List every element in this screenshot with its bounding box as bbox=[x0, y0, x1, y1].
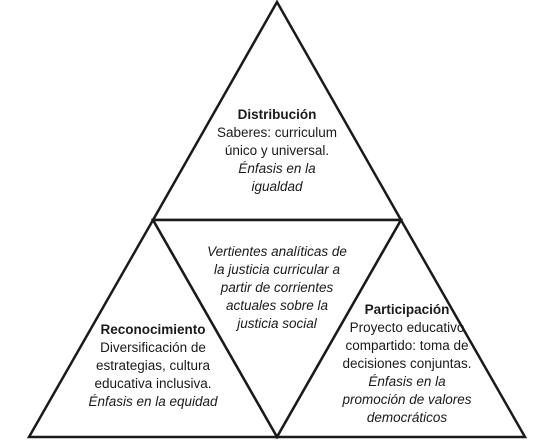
distribucion-text-line: único y universal. bbox=[224, 143, 330, 158]
reconocimiento-block: Reconocimiento Diversificación de estrat… bbox=[57, 321, 249, 411]
distribucion-text-line: Saberes: curriculum bbox=[216, 125, 338, 140]
participacion-text-line: decisiones conjuntas. bbox=[342, 356, 472, 371]
participacion-emphasis-line: promoción de valores bbox=[342, 392, 472, 407]
participacion-block: Participación Proyecto educativo compart… bbox=[311, 301, 503, 427]
reconocimiento-title: Reconocimiento bbox=[100, 322, 206, 337]
distribucion-emphasis-line: igualdad bbox=[251, 179, 303, 194]
distribucion-block: Distribución Saberes: curriculum único y… bbox=[177, 106, 377, 196]
center-emphasis-line: la justicia curricular a bbox=[213, 262, 341, 277]
participacion-emphasis-line: democráticos bbox=[366, 410, 448, 425]
participacion-title: Participación bbox=[364, 302, 450, 317]
center-block: Vertientes analíticas de la justicia cur… bbox=[172, 243, 382, 333]
participacion-text-line: compartido: toma de bbox=[345, 338, 469, 353]
participacion-emphasis-line: Énfasis en la bbox=[368, 374, 446, 389]
center-emphasis-line: Vertientes analíticas de bbox=[207, 244, 347, 259]
reconocimiento-text-line: educativa inclusiva. bbox=[94, 376, 212, 391]
right-triangle bbox=[274, 217, 528, 439]
distribucion-emphasis-line: Énfasis en la bbox=[238, 161, 316, 176]
participacion-text-line: Proyecto educativo bbox=[349, 320, 465, 335]
reconocimiento-text-line: Diversificación de bbox=[100, 340, 206, 355]
center-emphasis-line: justicia social bbox=[237, 316, 317, 331]
distribucion-title: Distribución bbox=[237, 107, 317, 122]
center-emphasis-line: partir de corrientes bbox=[220, 280, 334, 295]
reconocimiento-text-line: estrategias, cultura bbox=[95, 358, 211, 373]
reconocimiento-emphasis-line: Énfasis en la equidad bbox=[88, 394, 218, 409]
left-triangle bbox=[26, 217, 280, 439]
center-emphasis-line: actuales sobre la bbox=[225, 298, 329, 313]
